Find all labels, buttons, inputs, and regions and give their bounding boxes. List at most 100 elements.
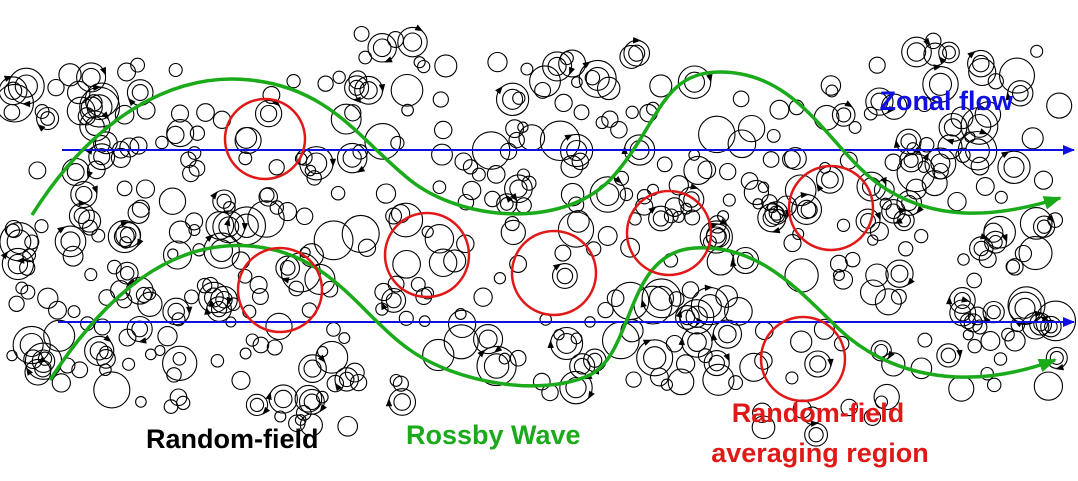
vortex-ring-inner bbox=[167, 302, 185, 321]
vortex-ring-icon bbox=[367, 33, 397, 63]
vortex-ring-inner bbox=[796, 199, 817, 220]
vortex-ring-icon bbox=[388, 202, 424, 238]
vortex-ring-icon bbox=[454, 308, 467, 320]
vortex-ring-icon bbox=[135, 396, 147, 408]
vortex-ring-icon bbox=[584, 69, 601, 86]
vortex-ring-icon bbox=[84, 268, 98, 282]
vortex-ring-icon bbox=[1046, 92, 1073, 119]
vortex-arrowhead bbox=[730, 258, 737, 267]
vortex-ring-icon bbox=[162, 297, 191, 326]
vortex-ring-icon bbox=[352, 144, 368, 160]
vortex-arrowhead bbox=[262, 406, 271, 415]
vortex-ring-inner bbox=[628, 44, 646, 62]
vortex-ring-icon bbox=[663, 208, 679, 224]
vortex-ring-icon bbox=[722, 193, 736, 207]
vortex-arrowhead bbox=[26, 367, 33, 376]
vortex-arrowhead bbox=[22, 100, 31, 108]
vortex-ring-icon bbox=[8, 295, 25, 312]
vortex-ring-icon bbox=[421, 225, 434, 238]
vortex-arrowhead bbox=[633, 37, 642, 44]
vortex-ring-icon bbox=[573, 104, 590, 121]
vortex-ring-icon bbox=[784, 174, 817, 207]
vortex-ring-icon bbox=[743, 179, 770, 206]
vortex-ring-icon bbox=[504, 174, 533, 204]
vortex-ring-icon bbox=[865, 87, 894, 116]
vortex-ring-icon bbox=[620, 237, 641, 258]
vortex-ring-inner bbox=[1014, 297, 1036, 319]
vortex-ring-inner bbox=[643, 346, 667, 370]
vortex-ring-inner bbox=[342, 148, 362, 168]
vortex-ring-icon bbox=[268, 384, 298, 414]
vortex-ring-icon bbox=[890, 288, 907, 305]
vortex-ring-icon bbox=[762, 151, 780, 168]
vortex-ring-inner bbox=[499, 197, 514, 211]
vortex-ring-icon bbox=[938, 112, 968, 142]
vortex-ring-icon bbox=[649, 367, 669, 387]
vortex-ring-icon bbox=[288, 280, 305, 297]
vortex-ring-icon bbox=[955, 147, 971, 163]
vortex-ring-inner bbox=[973, 240, 990, 257]
vortex-ring-icon bbox=[34, 219, 49, 234]
vortex-ring-icon bbox=[1040, 315, 1062, 338]
vortex-ring-icon bbox=[558, 49, 587, 78]
vortex-ring-inner bbox=[687, 332, 707, 352]
rossby-wave-label: Rossby Wave bbox=[406, 420, 581, 450]
vortex-ring-inner bbox=[954, 304, 972, 322]
vortex-arrowhead bbox=[505, 194, 513, 203]
vortex-ring-icon bbox=[137, 291, 163, 317]
vortex-arrowhead bbox=[923, 37, 931, 46]
vortex-ring-icon bbox=[189, 125, 206, 141]
vortex-ring-icon bbox=[71, 361, 89, 379]
vortex-ring-icon bbox=[619, 187, 634, 202]
vortex-ring-icon bbox=[238, 151, 253, 166]
vortex-ring-icon bbox=[1005, 259, 1021, 274]
vortex-ring-inner bbox=[402, 32, 423, 52]
vortex-ring-icon bbox=[54, 225, 87, 258]
vortex-arrowhead bbox=[4, 75, 13, 82]
vortex-arrowhead bbox=[704, 284, 713, 291]
vortex-ring-icon bbox=[315, 390, 329, 404]
vortex-ring-icon bbox=[515, 197, 532, 214]
vortex-ring-icon bbox=[567, 210, 590, 233]
vortex-arrowhead bbox=[120, 220, 129, 227]
vortex-ring-icon bbox=[428, 248, 458, 278]
vortex-arrowhead bbox=[816, 183, 824, 192]
vortex-ring-icon bbox=[135, 179, 156, 199]
vortex-ring-icon bbox=[668, 291, 685, 307]
vortex-ring-inner bbox=[972, 54, 990, 73]
vortex-ring-icon bbox=[166, 367, 182, 383]
vortex-ring-icon bbox=[424, 224, 455, 254]
vortex-ring-icon bbox=[23, 349, 43, 370]
vortex-ring-icon bbox=[433, 120, 453, 140]
vortex-ring-icon bbox=[754, 351, 773, 370]
vortex-ring-icon bbox=[397, 26, 428, 58]
vortex-ring-icon bbox=[675, 354, 696, 374]
vortex-ring-icon bbox=[202, 276, 219, 294]
vortex-ring-icon bbox=[516, 168, 531, 182]
vortex-ring-icon bbox=[950, 106, 974, 130]
vortex-ring-icon bbox=[947, 191, 967, 212]
vortex-ring-icon bbox=[182, 164, 200, 183]
vortex-ring-icon bbox=[119, 137, 140, 158]
vortex-ring-icon bbox=[938, 41, 960, 64]
vortex-ring-icon bbox=[606, 289, 625, 308]
vortex-ring-icon bbox=[51, 373, 71, 393]
vortex-ring-icon bbox=[223, 201, 236, 214]
vortex-ring-icon bbox=[967, 306, 987, 326]
vortex-ring-icon bbox=[110, 280, 131, 301]
vortex-ring-inner bbox=[93, 148, 111, 166]
vortex-arrowhead bbox=[711, 332, 718, 341]
vortex-ring-icon bbox=[825, 84, 839, 98]
vortex-ring-icon bbox=[636, 339, 674, 377]
vortex-ring-icon bbox=[487, 51, 508, 73]
vortex-ring-icon bbox=[969, 236, 994, 261]
vortex-ring-icon bbox=[338, 332, 351, 345]
vortex-ring-icon bbox=[353, 25, 370, 42]
vortex-ring-icon bbox=[239, 347, 252, 360]
vortex-ring-icon bbox=[254, 99, 283, 128]
vortex-ring-icon bbox=[597, 301, 614, 319]
vortex-ring-icon bbox=[462, 180, 482, 201]
vortex-ring-icon bbox=[162, 240, 193, 270]
vortex-ring-icon bbox=[752, 402, 773, 423]
vortex-ring-icon bbox=[251, 288, 269, 305]
